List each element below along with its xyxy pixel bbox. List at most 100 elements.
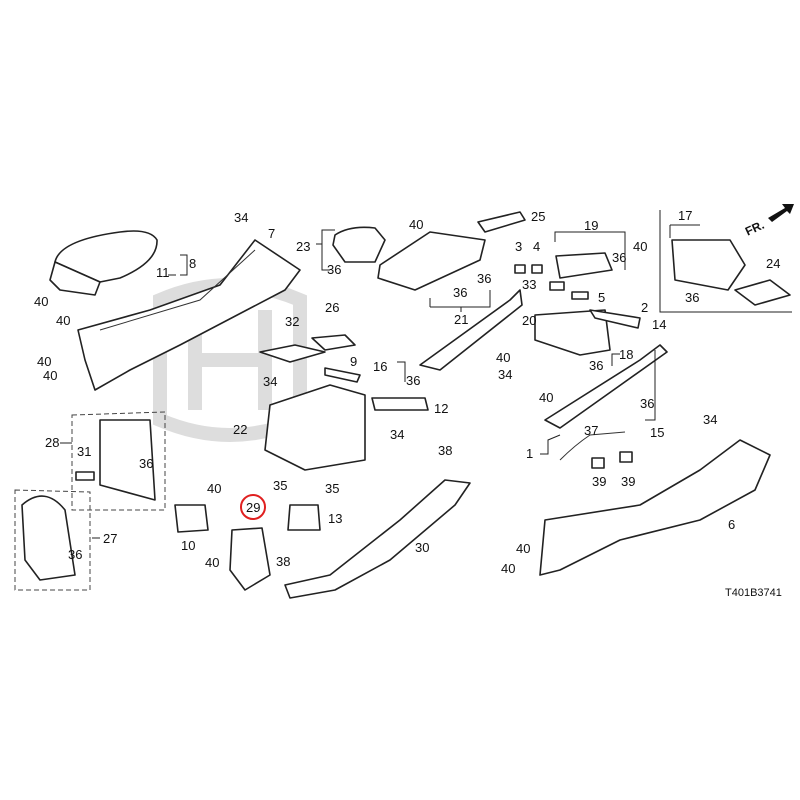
callout-label: 38	[438, 443, 452, 458]
callout-label: 28	[45, 435, 59, 450]
callout-label: 1	[526, 446, 533, 461]
callout-label: 11	[156, 265, 170, 280]
callout-label: 17	[678, 208, 692, 223]
front-indicator: FR.	[743, 218, 766, 239]
front-arrow-icon	[768, 204, 794, 222]
callout-label: 40	[539, 390, 553, 405]
callout-label: 26	[325, 300, 339, 315]
part-bracket-9	[324, 367, 361, 383]
part-console-side-panel	[77, 239, 301, 391]
callout-label: 30	[415, 540, 429, 555]
callout-label: 10	[181, 538, 195, 553]
diagram-code: T401B3741	[725, 587, 782, 599]
callout-label: 16	[373, 359, 387, 374]
part-rear-panel	[99, 419, 156, 501]
callout-label: 12	[434, 401, 448, 416]
callout-label: 40	[56, 313, 70, 328]
part-switch-33	[549, 281, 565, 291]
callout-label: 5	[598, 290, 605, 305]
callout-label: 40	[496, 350, 510, 365]
callout-label: 40	[205, 555, 219, 570]
callout-label: 38	[276, 554, 290, 569]
part-39a	[591, 457, 605, 469]
part-bracket-13	[287, 504, 321, 531]
part-group-17	[659, 210, 792, 313]
part-side-panel-6	[539, 439, 771, 576]
part-garnish-15	[544, 344, 668, 429]
group-box-28	[71, 411, 166, 511]
callout-label-highlighted: 29	[246, 500, 260, 515]
callout-label: 19	[584, 218, 598, 233]
callout-label: 36	[589, 358, 603, 373]
callout-label: 32	[285, 314, 299, 329]
callout-label: 40	[409, 217, 423, 232]
callout-label: 20	[522, 313, 536, 328]
part-cupholder	[332, 226, 386, 263]
callout-label: 21	[454, 312, 468, 327]
part-duct-30	[284, 479, 471, 599]
callout-label: 14	[652, 317, 666, 332]
callout-label: 27	[103, 531, 117, 546]
callout-label: 36	[139, 456, 153, 471]
callout-label: 40	[516, 541, 530, 556]
part-switch-panel	[555, 252, 613, 279]
callout-label: 15	[650, 425, 664, 440]
callout-label: 40	[34, 294, 48, 309]
part-tray-26	[311, 334, 356, 351]
part-cover-27	[21, 495, 76, 581]
callout-label: 34	[234, 210, 248, 225]
part-39b	[619, 451, 633, 463]
callout-label: 2	[641, 300, 648, 315]
callout-label: 34	[498, 367, 512, 382]
part-switch-4	[531, 264, 543, 274]
callout-label: 4	[533, 239, 540, 254]
callout-label: 6	[728, 517, 735, 532]
callout-label: 25	[531, 209, 545, 224]
callout-label: 36	[477, 271, 491, 286]
part-31	[75, 471, 95, 481]
part-shift-panel	[377, 231, 486, 291]
callout-label: 40	[43, 368, 57, 383]
callout-label: 31	[77, 444, 91, 459]
group-box-27	[14, 489, 91, 591]
callout-label: 18	[619, 347, 633, 362]
callout-label: 9	[350, 354, 357, 369]
callout-label: 36	[68, 547, 82, 562]
part-bracket-14	[589, 309, 641, 329]
callout-label: 36	[640, 396, 654, 411]
callout-label: 40	[501, 561, 515, 576]
callout-label: 22	[233, 422, 247, 437]
callout-label: 34	[703, 412, 717, 427]
callout-label: 35	[273, 478, 287, 493]
callout-labels: 34 7 8 11 40 40 23 40 36 25 19 3 4 40 36…	[34, 208, 780, 576]
callout-label: 34	[263, 374, 277, 389]
callout-label: 39	[621, 474, 635, 489]
part-5	[571, 291, 589, 300]
callout-label: 36	[453, 285, 467, 300]
callout-label: 36	[612, 250, 626, 265]
part-armrest	[49, 230, 158, 296]
highlight-circle	[240, 494, 266, 520]
part-duct-29	[229, 527, 271, 591]
callout-label: 8	[189, 256, 196, 271]
callout-label: 24	[766, 256, 780, 271]
part-vent-10	[174, 504, 209, 533]
callout-label: 37	[584, 423, 598, 438]
part-tray-25	[477, 211, 526, 233]
callout-label: 23	[296, 239, 310, 254]
part-garnish-21	[419, 289, 523, 371]
callout-label: 40	[207, 481, 221, 496]
callout-label: 33	[522, 277, 536, 292]
part-bracket-12	[371, 397, 429, 411]
callout-label: 39	[592, 474, 606, 489]
callout-label: 3	[515, 239, 522, 254]
callout-label: 36	[406, 373, 420, 388]
callout-label: 36	[327, 262, 341, 277]
callout-label: 35	[325, 481, 339, 496]
callout-label: 34	[390, 427, 404, 442]
part-mat-32	[259, 344, 326, 363]
callout-label: 40	[37, 354, 51, 369]
callout-label: 7	[268, 226, 275, 241]
